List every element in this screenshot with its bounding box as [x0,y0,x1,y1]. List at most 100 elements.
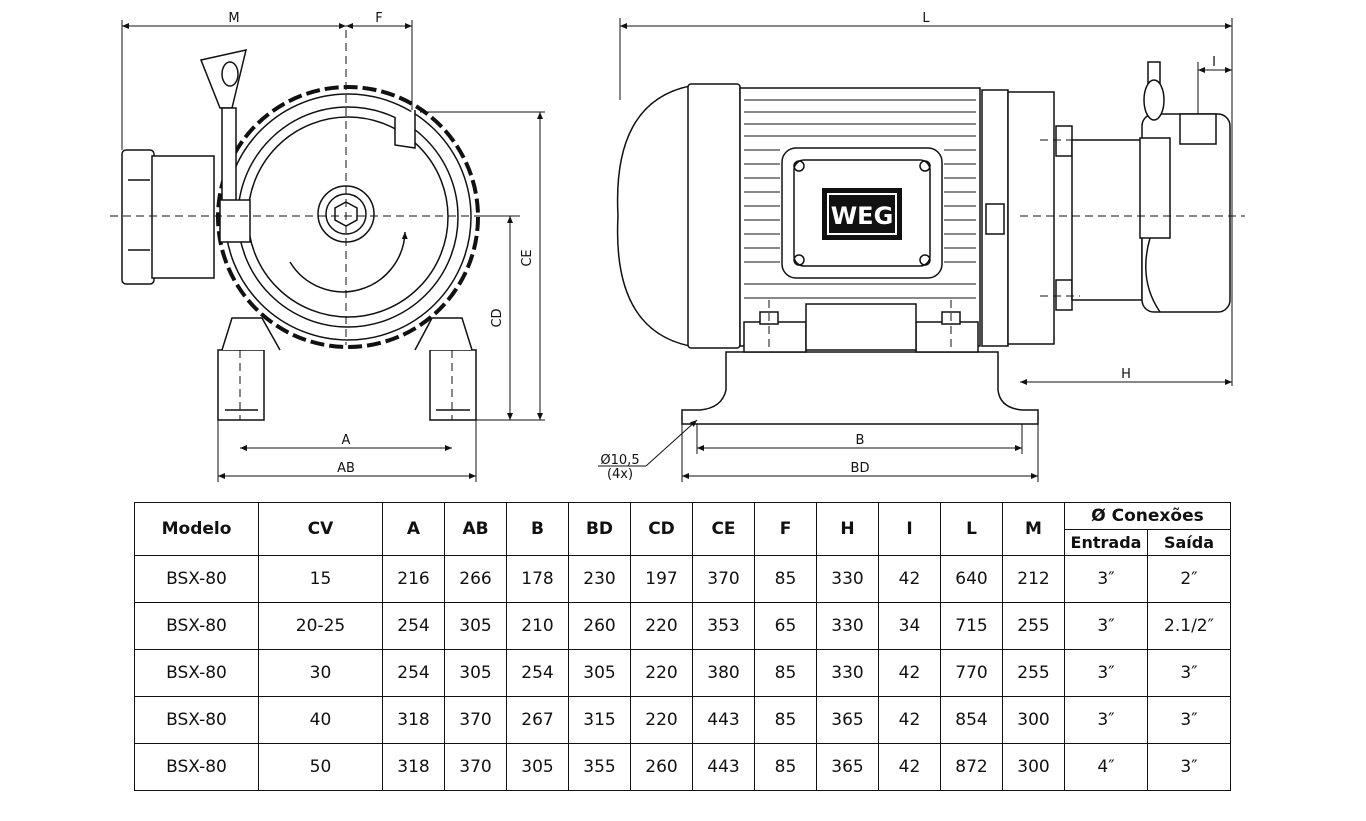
header-a: A [382,502,445,556]
table-cell: 770 [940,649,1003,697]
side-view [616,61,1231,425]
junction-box [121,149,155,285]
table-cell: 254 [382,649,445,697]
table-cell: 315 [568,696,631,744]
header-ab: AB [444,502,507,556]
header-l: L [940,502,1003,556]
table-cell: 20-25 [258,602,383,650]
motor-base [681,351,1039,425]
table-cell: 355 [568,743,631,791]
table-cell: BSX-80 [134,555,259,603]
table-cell: 42 [878,555,941,603]
table-cell: 300 [1002,743,1065,791]
table-cell: 30 [258,649,383,697]
table-cell: 300 [1002,696,1065,744]
right-foot [429,349,477,421]
table-cell: 370 [444,743,507,791]
table-cell: 3″ [1064,555,1148,603]
table-cell: 330 [816,555,879,603]
table-cell: 255 [1002,602,1065,650]
table-cell: 305 [444,602,507,650]
table-cell: 255 [1002,649,1065,697]
table-cell: 318 [382,696,445,744]
table-cell: 85 [754,649,817,697]
table-cell: 266 [444,555,507,603]
table-cell: 220 [630,696,693,744]
left-foot [217,349,265,421]
table-cell: 370 [444,696,507,744]
table-cell: 42 [878,649,941,697]
table-cell: 3″ [1064,602,1148,650]
table-cell: 3″ [1064,696,1148,744]
table-cell: 220 [630,649,693,697]
table-cell: 365 [816,696,879,744]
dim-label-a: A [342,433,351,448]
table-cell: 267 [506,696,569,744]
header-m: M [1002,502,1065,556]
dim-label-i: I [1212,55,1216,70]
table-cell: 2.1/2″ [1147,602,1231,650]
lifting-eye [199,49,248,109]
table-cell: 854 [940,696,1003,744]
header-conexoes: Ø Conexões [1064,502,1231,530]
table-cell: 380 [692,649,755,697]
table-cell: 353 [692,602,755,650]
header-cv: CV [258,502,383,556]
dim-label-h: H [1121,367,1131,382]
dim-label-bd: BD [851,461,870,476]
table-cell: 220 [630,602,693,650]
table-cell: BSX-80 [134,602,259,650]
table-cell: 254 [382,602,445,650]
table-cell: 216 [382,555,445,603]
table-cell: 260 [568,602,631,650]
table-cell: 197 [630,555,693,603]
weg-logo: WEG [831,202,894,230]
table-cell: 4″ [1064,743,1148,791]
table-cell: 370 [692,555,755,603]
table-cell: 872 [940,743,1003,791]
table-cell: 443 [692,696,755,744]
table-cell: 2″ [1147,555,1231,603]
dimensions-table: Modelo CV A AB B BD CD CE F H I L M Ø Co… [134,502,1231,791]
table-cell: BSX-80 [134,743,259,791]
table-cell: 3″ [1147,696,1231,744]
fan-cover [616,85,691,347]
dim-label-cd: CD [490,308,505,327]
table-cell: 34 [878,602,941,650]
table-cell: 254 [506,649,569,697]
table-cell: 305 [568,649,631,697]
weg-logo-plate [822,188,902,240]
table-cell: 365 [816,743,879,791]
table-cell: 85 [754,696,817,744]
hole-note-diameter: Ø10,5 [600,453,639,468]
table-cell: 3″ [1064,649,1148,697]
table-cell: 85 [754,743,817,791]
header-modelo: Modelo [134,502,259,556]
table-cell: 640 [940,555,1003,603]
table-cell: 50 [258,743,383,791]
table-cell: 260 [630,743,693,791]
table-cell: 178 [506,555,569,603]
technical-drawing: M F CE CD A AB [110,11,1245,482]
dim-label-l: L [922,11,930,26]
header-bd: BD [568,502,631,556]
hole-note-count: (4x) [607,467,633,482]
dim-label-ab: AB [337,461,355,476]
header-entrada: Entrada [1064,529,1148,556]
dim-label-f: F [375,11,382,26]
table-cell: 305 [506,743,569,791]
header-h: H [816,502,879,556]
header-ce: CE [692,502,755,556]
dim-label-m: M [228,11,239,26]
dim-label-b: B [856,433,865,448]
rotation-arrow [289,231,408,293]
table-cell: 42 [878,743,941,791]
table-cell: BSX-80 [134,649,259,697]
header-saida: Saída [1147,529,1231,556]
table-cell: 3″ [1147,649,1231,697]
table-cell: 85 [754,555,817,603]
